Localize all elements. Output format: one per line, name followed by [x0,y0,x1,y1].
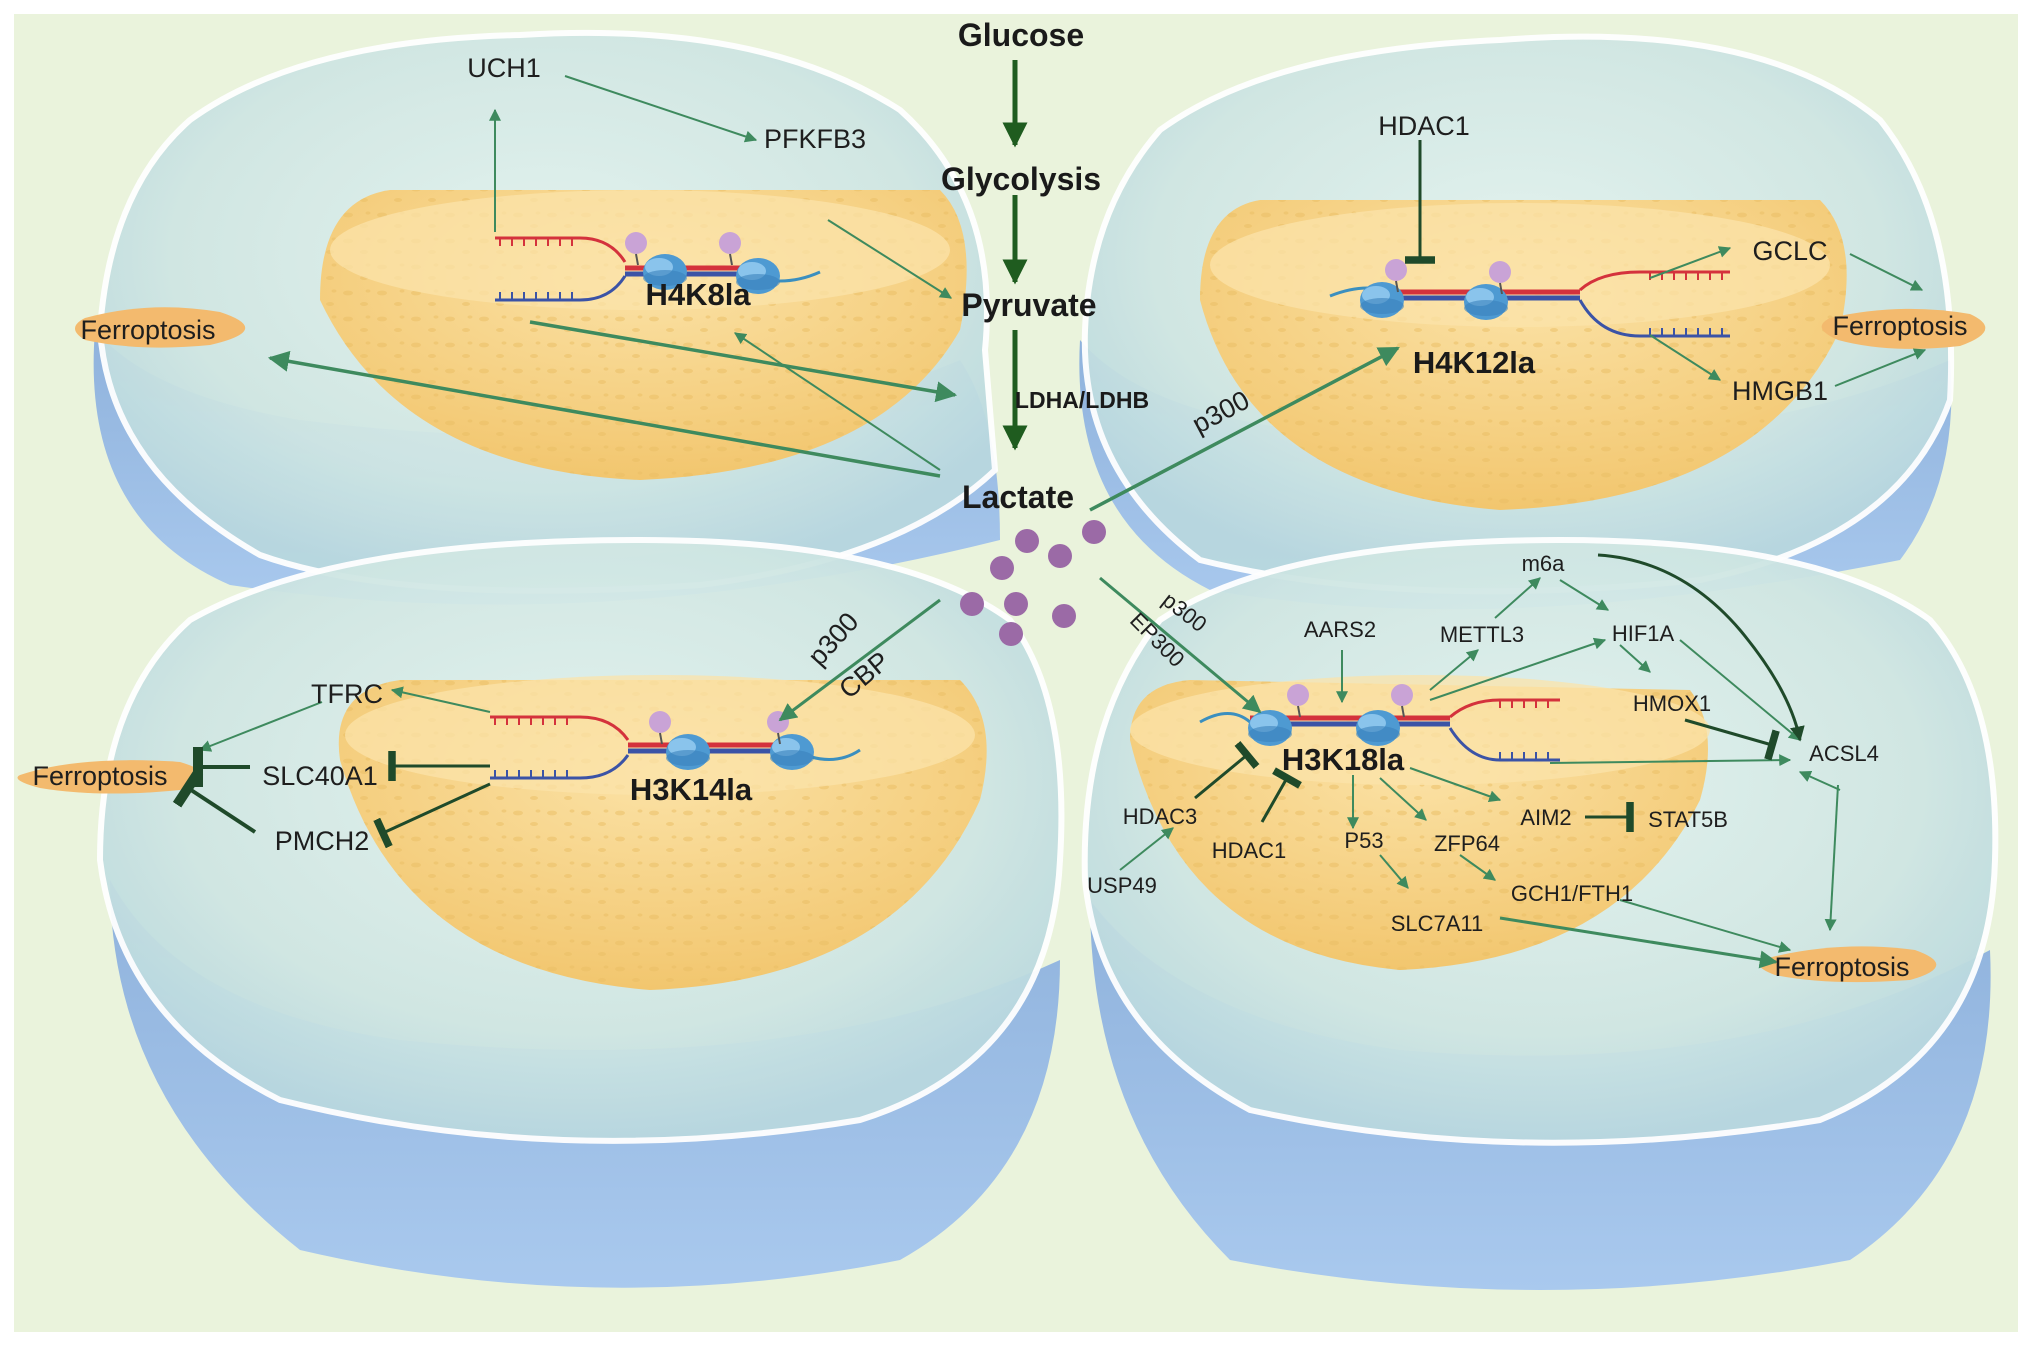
uch1-label: UCH1 [467,53,541,83]
hif1a-label: HIF1A [1612,621,1675,646]
dna-top-left [495,231,821,302]
p53-label: P53 [1344,828,1383,853]
h3k18la-label: H3K18la [1282,742,1405,777]
pfkfb3-label: PFKFB3 [764,124,866,154]
glycolysis-label: Glycolysis [941,161,1101,197]
dna-bottom-left [490,710,861,780]
hdac1-bottom-right-label: HDAC1 [1212,838,1287,863]
acsl4-label: ACSL4 [1809,741,1879,766]
pyruvate-label: Pyruvate [961,287,1096,323]
zfp64-label: ZFP64 [1434,831,1500,856]
hmgb1-label: HMGB1 [1732,376,1828,406]
glucose-label: Glucose [958,17,1084,53]
gch1-fth1-label: GCH1/FTH1 [1511,881,1633,906]
hmox1-label: HMOX1 [1633,691,1711,716]
h4k8la-label: H4K8la [645,277,751,312]
aim2-label: AIM2 [1520,805,1571,830]
ldha-ldhb-label: LDHA/LDHB [1015,387,1149,413]
aars2-label: AARS2 [1304,617,1376,642]
ferroptosis-top-left-label: Ferroptosis [80,315,215,345]
cell-top-right [1079,33,1955,610]
h4k12la-label: H4K12la [1413,345,1536,380]
cell-bottom-right [1081,536,1999,1290]
lactate-label: Lactate [962,479,1074,515]
inhibition-lines [172,140,1780,849]
mettl3-label: METTL3 [1440,622,1524,647]
stat5b-label: STAT5B [1648,807,1728,832]
pmch2-label: PMCH2 [275,826,370,856]
dna-top-right [1329,258,1730,338]
cell-bottom-left [96,536,1065,1288]
hdac1-top-right-label: HDAC1 [1378,111,1470,141]
green-arrows [198,75,1927,969]
m6a-label: m6a [1522,551,1566,576]
usp49-label: USP49 [1087,873,1157,898]
gclc-label: GCLC [1752,236,1827,266]
lactate-dots [960,520,1106,646]
slc7a11-label: SLC7A11 [1391,911,1484,936]
dna-bottom-right [1199,683,1560,762]
ferroptosis-bottom-left-label: Ferroptosis [32,761,167,791]
hdac3-label: HDAC3 [1123,804,1198,829]
tfrc-label: TFRC [311,679,383,709]
ferroptosis-bottom-right-label: Ferroptosis [1774,952,1909,982]
ferroptosis-blobs [17,307,1986,983]
slc40a1-label: SLC40A1 [262,761,378,791]
h3k14la-label: H3K14la [630,772,753,807]
m6a-acsl4-arrow [1597,553,1805,742]
ferroptosis-top-right-label: Ferroptosis [1832,311,1967,341]
